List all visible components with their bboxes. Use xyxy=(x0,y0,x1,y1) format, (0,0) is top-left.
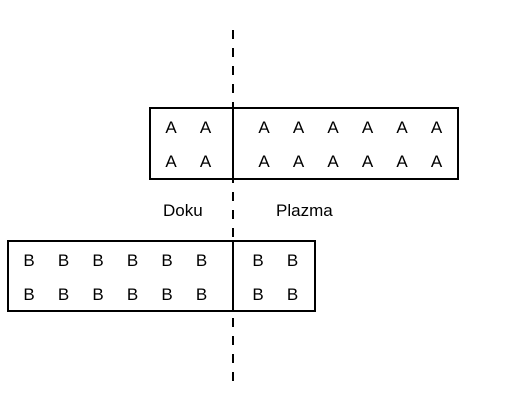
box-b-letter: B xyxy=(127,285,138,304)
box-b-letter: B xyxy=(252,285,263,304)
box-a-letter: A xyxy=(165,152,177,171)
box-b-letter: B xyxy=(287,285,298,304)
box-a-letter: A xyxy=(431,118,443,137)
box-b-letter: B xyxy=(23,251,34,270)
box-a-letter: A xyxy=(431,152,443,171)
box-a-letter: A xyxy=(362,152,374,171)
box-a-letter: A xyxy=(293,118,305,137)
box-a-letter: A xyxy=(327,152,339,171)
box-b-letter: B xyxy=(196,285,207,304)
box-b-letter: B xyxy=(127,251,138,270)
box-a-letter: A xyxy=(200,152,212,171)
box-a-letter: A xyxy=(362,118,374,137)
box-b-letter: B xyxy=(252,251,263,270)
box-b-letter: B xyxy=(23,285,34,304)
box-a-letter: A xyxy=(327,118,339,137)
box-b-letter: B xyxy=(161,285,172,304)
box-a-frame xyxy=(149,107,459,180)
box-b-frame xyxy=(7,240,316,312)
box-b-letter: B xyxy=(287,251,298,270)
box-b-letter: B xyxy=(58,285,69,304)
box-a-letter: A xyxy=(165,118,177,137)
box-a-letter: A xyxy=(258,152,270,171)
box-a-letter: A xyxy=(258,118,270,137)
box-b-letter: B xyxy=(92,251,103,270)
box-a-letter: A xyxy=(293,152,305,171)
box-a-letter: A xyxy=(200,118,212,137)
box-b-letter: B xyxy=(58,251,69,270)
label-doku: Doku xyxy=(163,201,203,220)
box-b-letter: B xyxy=(161,251,172,270)
box-a-letter: A xyxy=(396,118,408,137)
label-plazma: Plazma xyxy=(276,201,333,220)
box-b-letter: B xyxy=(196,251,207,270)
box-b-letter: B xyxy=(92,285,103,304)
box-a-letter: A xyxy=(396,152,408,171)
